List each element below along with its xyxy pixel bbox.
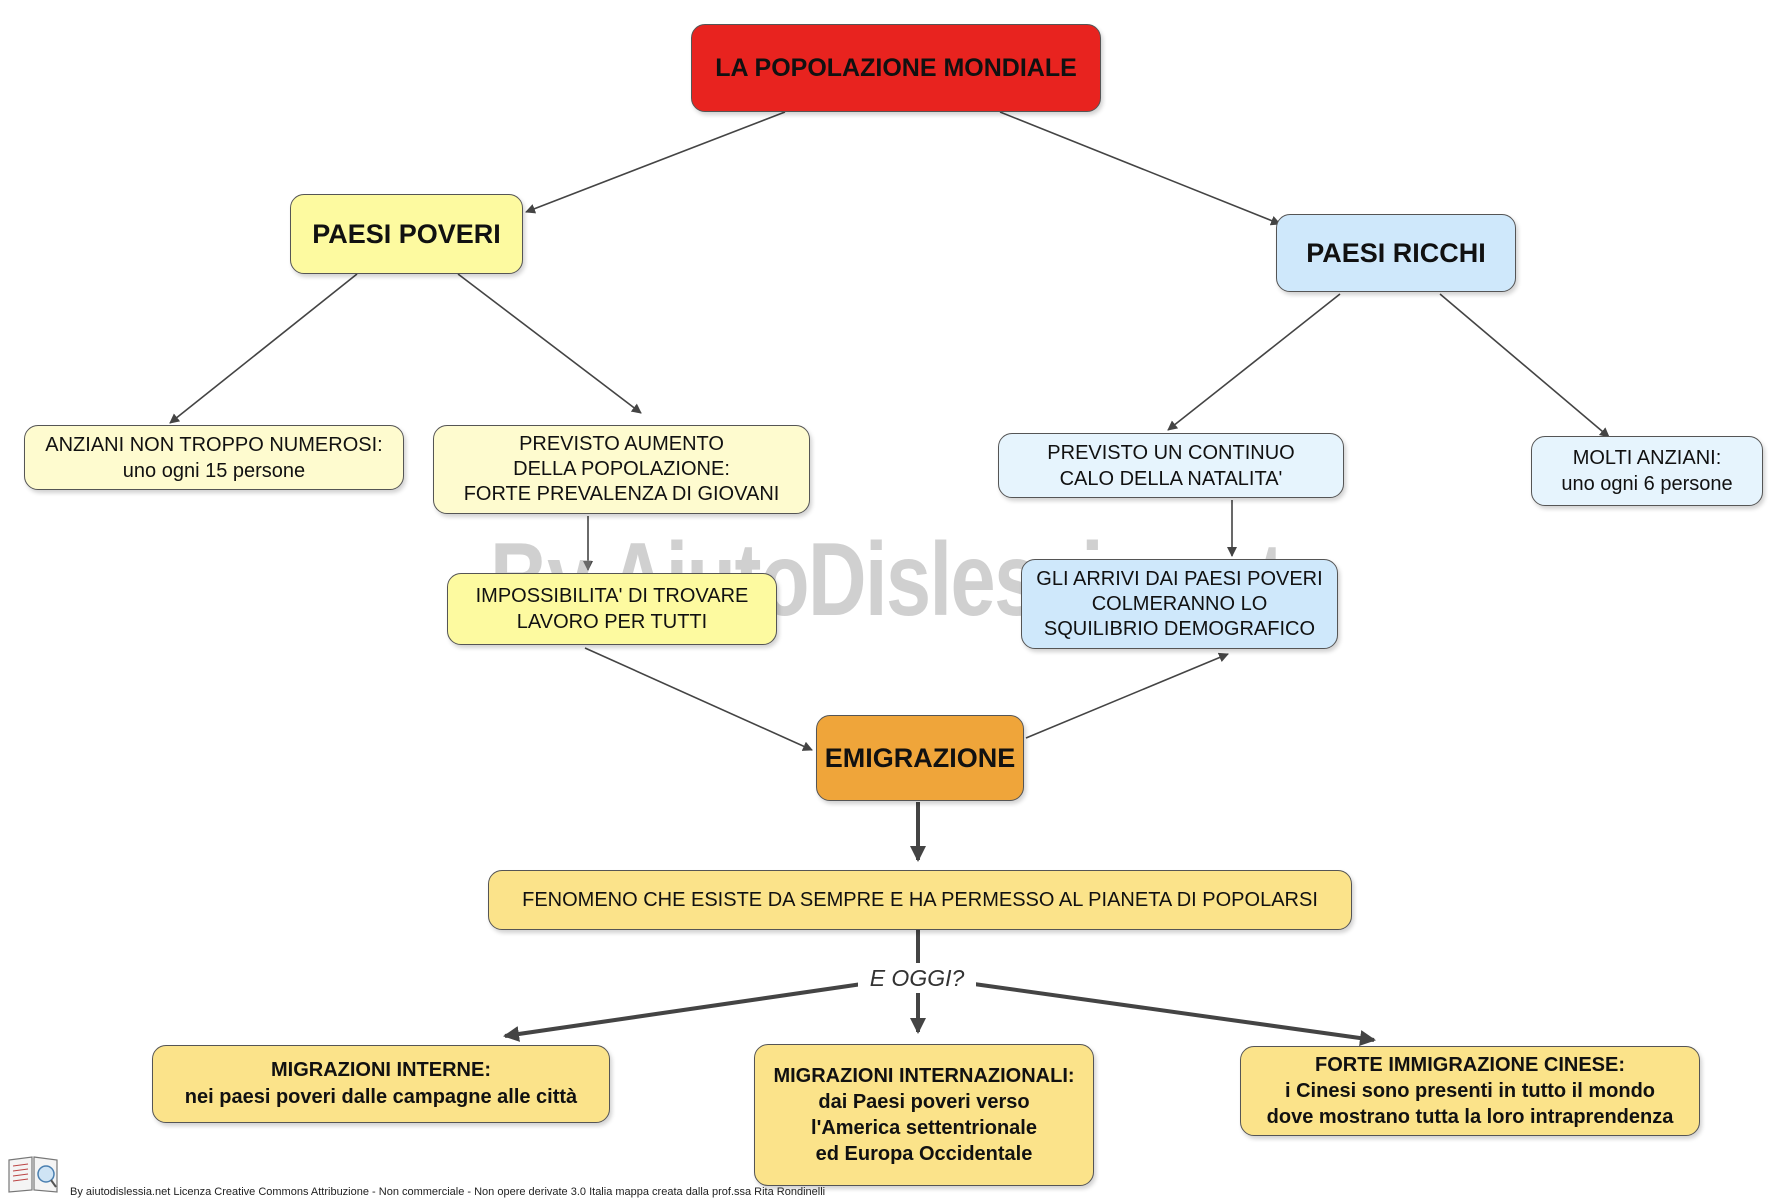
node-poor-elderly-line1: ANZIANI NON TROPPO NUMEROSI: xyxy=(45,433,383,456)
node-rich-birthrate[interactable]: PREVISTO UN CONTINUO CALO DELLA NATALITA… xyxy=(998,433,1344,498)
node-rich-birthrate-line2: CALO DELLA NATALITA' xyxy=(1059,467,1283,490)
node-poor-countries[interactable]: PAESI POVERI xyxy=(290,194,523,274)
node-poor-work-line2: LAVORO PER TUTTI xyxy=(516,611,708,633)
node-rich-birthrate-line1: PREVISTO UN CONTINUO xyxy=(1047,441,1295,464)
node-chinese-immigration-line2: i Cinesi sono presenti in tutto il mondo xyxy=(1285,1080,1655,1102)
node-chinese-immigration-line3: dove mostrano tutta la loro intraprenden… xyxy=(1266,1106,1674,1128)
edge-root-rich xyxy=(999,111,1281,226)
node-emigration[interactable]: EMIGRAZIONE xyxy=(816,715,1024,801)
node-international-migration-line1: MIGRAZIONI INTERNAZIONALI: xyxy=(773,1065,1075,1087)
node-rich-arrivals[interactable]: GLI ARRIVI DAI PAESI POVERI COLMERANNO L… xyxy=(1021,559,1338,649)
book-logo-icon xyxy=(8,1156,58,1193)
node-phenomenon[interactable]: FENOMENO CHE ESISTE DA SEMPRE E HA PERME… xyxy=(488,870,1352,930)
edge-work-emigration xyxy=(584,647,813,751)
node-poor-growth-line2: DELLA POPOLAZIONE: xyxy=(513,458,730,480)
node-internal-migration-line1: MIGRAZIONI INTERNE: xyxy=(270,1059,491,1081)
node-root[interactable]: LA POPOLAZIONE MONDIALE xyxy=(691,24,1101,112)
license-footer: By aiutodislessia.net Licenza Creative C… xyxy=(70,1186,826,1198)
node-poor-countries-label: PAESI POVERI xyxy=(312,218,501,249)
node-international-migration-line2: dai Paesi poveri verso xyxy=(818,1091,1030,1113)
edge-rich-birth xyxy=(1167,293,1341,431)
node-poor-growth-line3: FORTE PREVALENZA DI GIOVANI xyxy=(463,483,780,505)
node-rich-countries-label: PAESI RICCHI xyxy=(1306,237,1486,268)
node-international-migration-line3: l'America settentrionale xyxy=(811,1117,1037,1139)
node-chinese-immigration[interactable]: FORTE IMMIGRAZIONE CINESE: i Cinesi sono… xyxy=(1240,1046,1700,1136)
node-poor-growth-line1: PREVISTO AUMENTO xyxy=(519,433,724,455)
edge-rich-elderly xyxy=(1439,293,1610,438)
node-poor-work-line1: IMPOSSIBILITA' DI TROVARE xyxy=(475,585,749,607)
node-international-migration[interactable]: MIGRAZIONI INTERNAZIONALI: dai Paesi pov… xyxy=(754,1044,1094,1186)
node-rich-elderly[interactable]: MOLTI ANZIANI: uno ogni 6 persone xyxy=(1531,436,1763,506)
edge-poor-growth xyxy=(457,273,642,414)
node-emigration-label: EMIGRAZIONE xyxy=(824,742,1016,773)
node-internal-migration-line2: nei paesi poveri dalle campagne alle cit… xyxy=(184,1086,578,1108)
node-poor-growth[interactable]: PREVISTO AUMENTO DELLA POPOLAZIONE: FORT… xyxy=(433,425,810,514)
edge-emigration-arrivals xyxy=(1025,652,1229,739)
edge-label-internal xyxy=(503,982,863,1042)
edge-root-poor xyxy=(525,111,786,214)
node-rich-countries[interactable]: PAESI RICCHI xyxy=(1276,214,1516,292)
edge-label-e-oggi: E OGGI? xyxy=(858,963,976,993)
node-phenomenon-label: FENOMENO CHE ESISTE DA SEMPRE E HA PERME… xyxy=(522,888,1318,911)
node-poor-elderly[interactable]: ANZIANI NON TROPPO NUMEROSI: uno ogni 15… xyxy=(24,425,404,490)
node-rich-arrivals-line1: GLI ARRIVI DAI PAESI POVERI xyxy=(1036,567,1323,590)
edge-poor-elderly xyxy=(169,273,358,424)
node-root-label: LA POPOLAZIONE MONDIALE xyxy=(715,53,1077,82)
node-rich-elderly-line2: uno ogni 6 persone xyxy=(1561,473,1733,495)
node-rich-arrivals-line3: SQUILIBRIO DEMOGRAFICO xyxy=(1043,617,1316,640)
node-rich-elderly-line1: MOLTI ANZIANI: xyxy=(1572,447,1722,469)
node-internal-migration[interactable]: MIGRAZIONI INTERNE: nei paesi poveri dal… xyxy=(152,1045,610,1123)
node-poor-elderly-line2: uno ogni 15 persone xyxy=(122,459,306,482)
node-poor-work[interactable]: IMPOSSIBILITA' DI TROVARE LAVORO PER TUT… xyxy=(447,573,777,645)
node-rich-arrivals-line2: COLMERANNO LO xyxy=(1091,592,1268,615)
node-chinese-immigration-line1: FORTE IMMIGRAZIONE CINESE: xyxy=(1315,1054,1625,1076)
node-international-migration-line4: ed Europa Occidentale xyxy=(815,1143,1033,1165)
edge-label-chinese xyxy=(973,982,1376,1046)
